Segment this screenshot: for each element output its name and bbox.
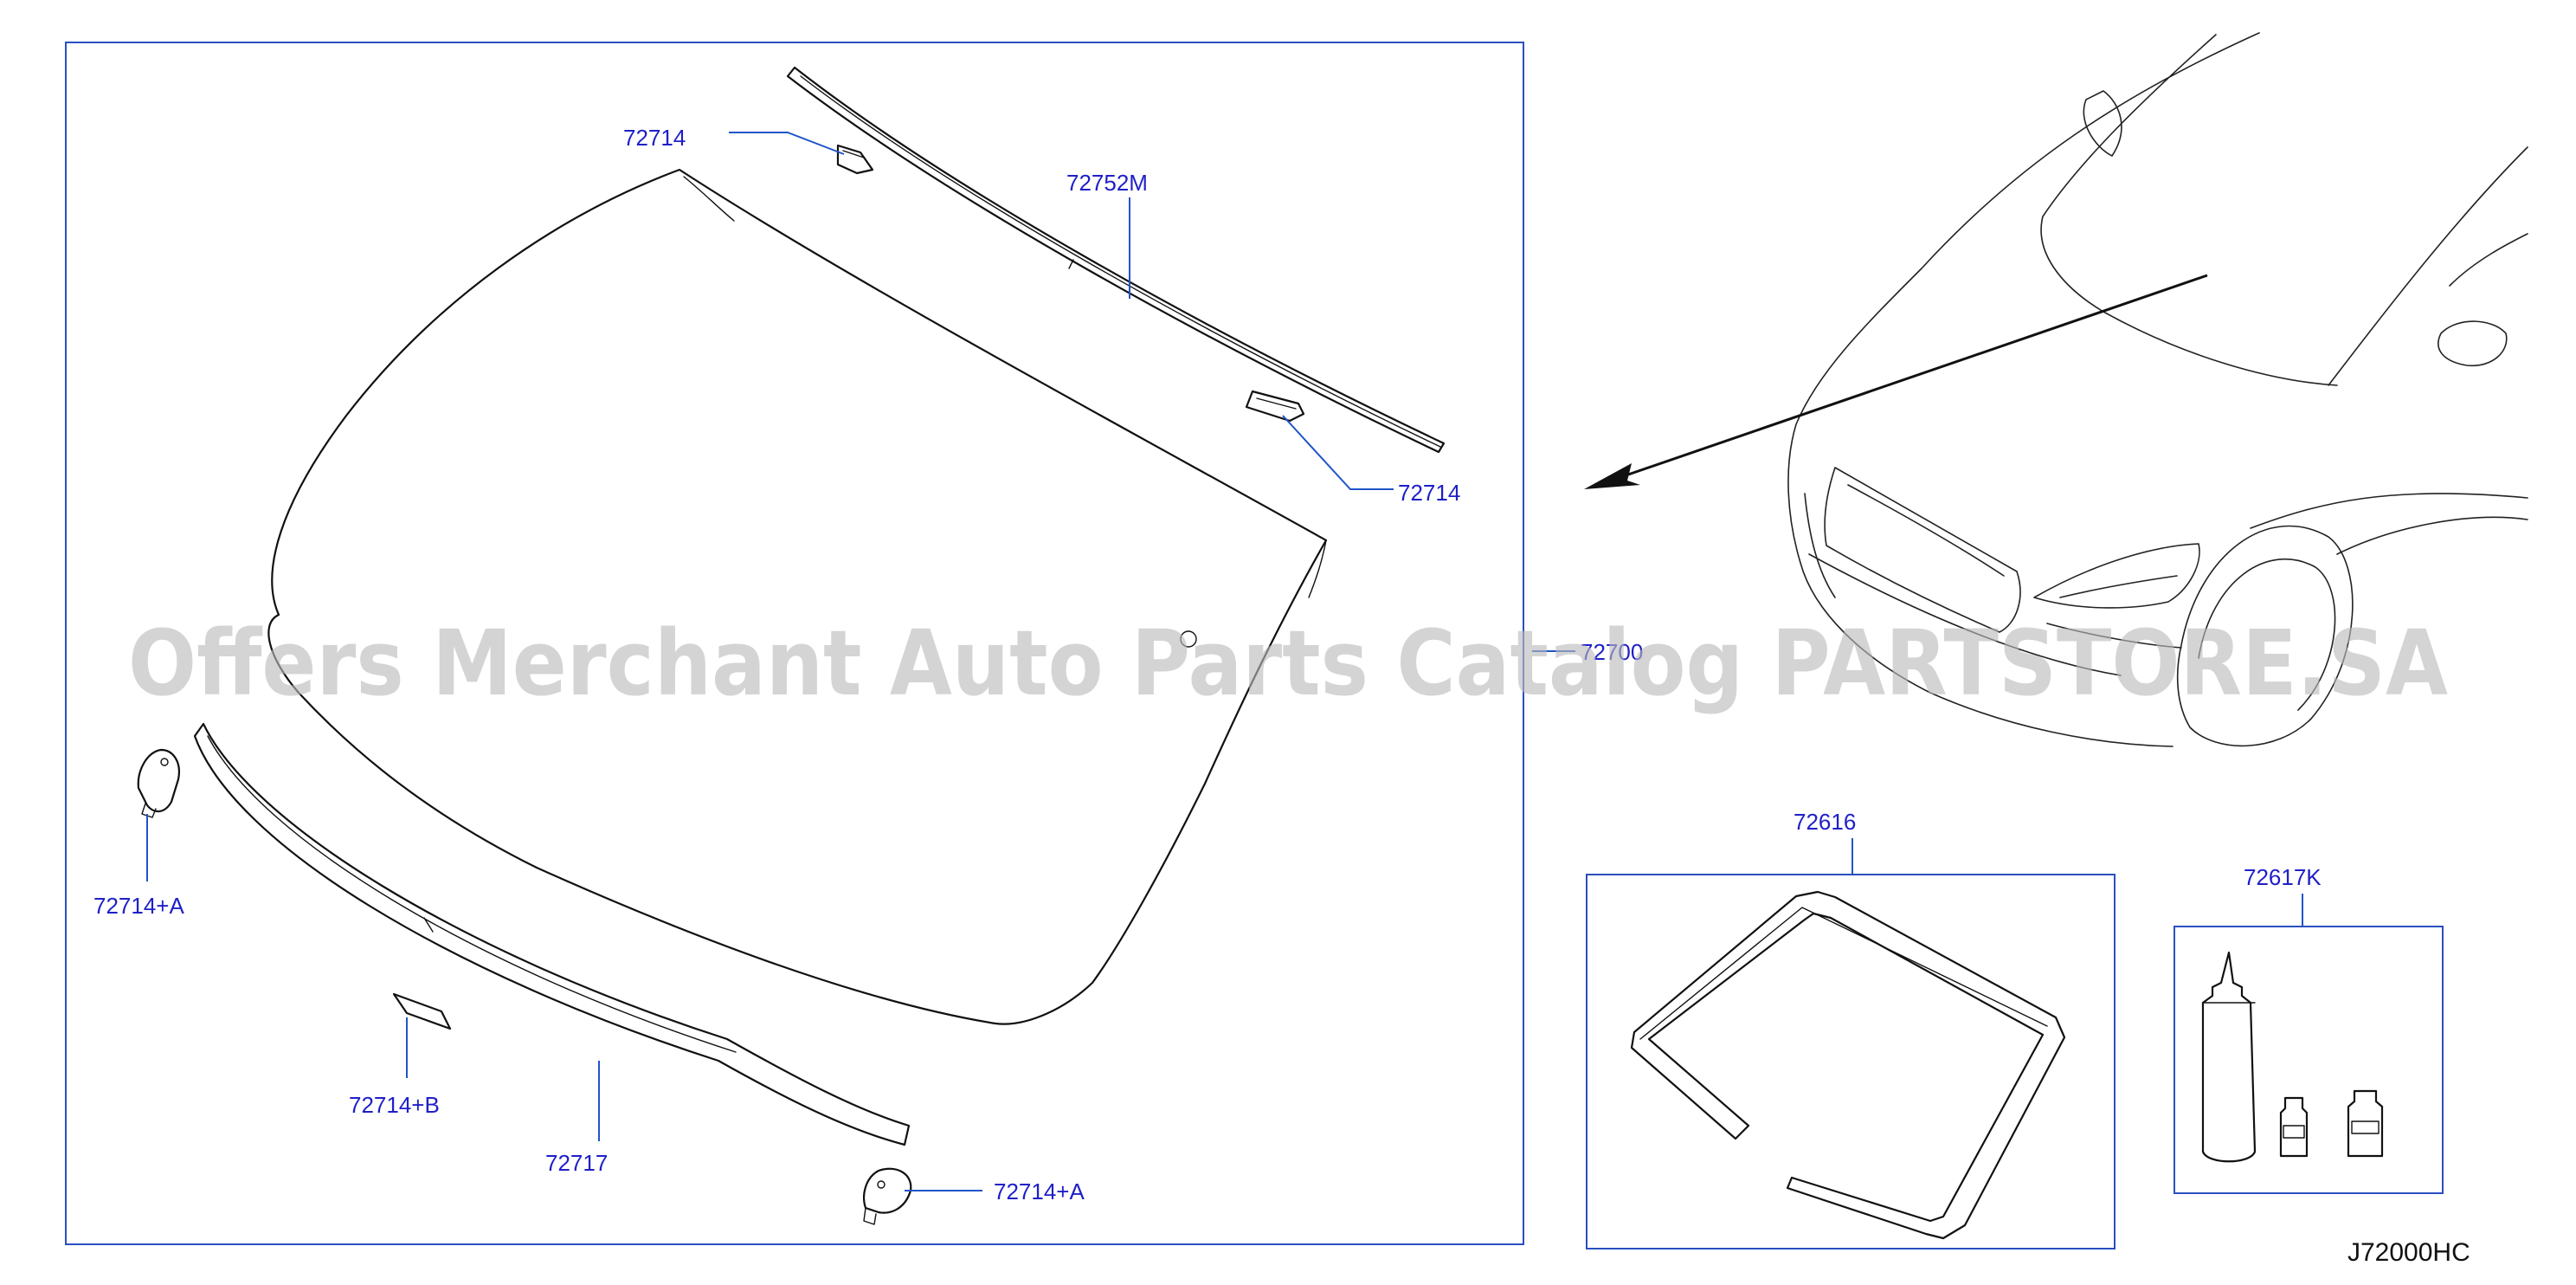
main-parts-frame	[65, 42, 1524, 1245]
callout-clip-upper-right: 72714	[1398, 480, 1460, 506]
callout-side-clip-left: 72714+A	[93, 893, 184, 919]
callout-adhesive-kit: 72617K	[2244, 864, 2322, 890]
callout-clip-upper-left: 72714	[623, 125, 686, 151]
adhesive-kit-items	[2201, 951, 2384, 1163]
upper-molding-strip	[786, 66, 1446, 454]
watermark-text: Offers Merchant Auto Parts Catalog PARTS…	[128, 610, 2448, 716]
callout-windshield-glass: 72700	[1581, 639, 1643, 665]
side-clip-left	[137, 748, 180, 818]
clip-pad-upper-right	[1245, 390, 1305, 423]
leader-clip-upper-left	[729, 132, 845, 155]
location-arrow	[1584, 274, 2208, 489]
car-front-illustration	[1787, 32, 2528, 747]
callout-molding-lower: 72717	[545, 1150, 608, 1176]
windshield-glass	[267, 168, 1328, 1025]
clip-pad-upper-left	[836, 144, 874, 175]
dam-rubber-seal	[1630, 890, 2066, 1240]
diagram-code: J72000HC	[2347, 1238, 2470, 1267]
lower-molding-strip	[193, 722, 911, 1146]
leader-clip-upper-right	[1282, 415, 1394, 490]
callout-molding-upper: 72752M	[1066, 170, 1148, 196]
clip-lower-pad	[392, 992, 452, 1030]
callout-dam-rubber: 72616	[1794, 809, 1856, 835]
adhesive-kit-box	[2174, 926, 2444, 1194]
callout-side-clip-right: 72714+A	[994, 1178, 1085, 1204]
dam-rubber-box	[1586, 874, 2116, 1249]
side-clip-right	[863, 1167, 912, 1225]
callout-clip-lower: 72714+B	[349, 1092, 440, 1118]
